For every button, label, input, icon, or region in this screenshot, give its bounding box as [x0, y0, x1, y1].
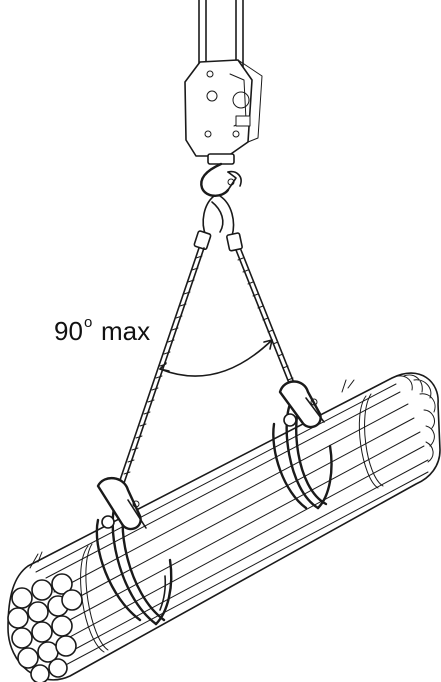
top-sling-eyes [193, 195, 243, 252]
angle-indicator [159, 339, 273, 377]
right-sling-leg [235, 249, 297, 389]
angle-value: 90 [54, 316, 83, 346]
degree-symbol: o [84, 314, 92, 331]
angle-label: 90 o max [54, 314, 150, 346]
svg-text:90: 90 [54, 316, 83, 346]
right-shackle [278, 380, 325, 429]
left-shackle [96, 477, 147, 531]
left-sling-leg [117, 247, 205, 487]
binding-wire-left [29, 543, 109, 653]
binding-wire-right [341, 379, 384, 489]
angle-qualifier: max [101, 316, 150, 346]
crane-hook [200, 153, 242, 197]
hoist-ropes [198, 0, 244, 71]
bar-ends [7, 573, 83, 682]
bar-bundle [7, 372, 441, 682]
pulley-block [184, 59, 263, 157]
